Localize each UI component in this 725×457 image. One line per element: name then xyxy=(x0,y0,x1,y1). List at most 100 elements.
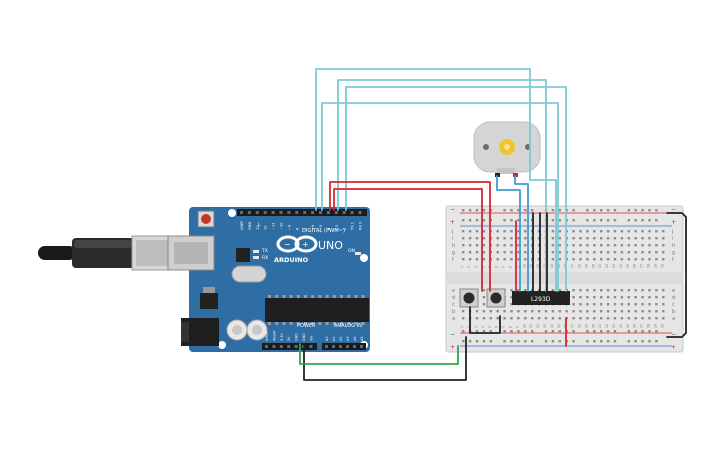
breadboard-hole[interactable] xyxy=(627,244,630,247)
breadboard-hole[interactable] xyxy=(648,317,651,320)
rail-hole[interactable] xyxy=(586,219,589,222)
breadboard-hole[interactable] xyxy=(468,230,472,233)
breadboard-hole[interactable] xyxy=(641,303,644,306)
breadboard-hole[interactable] xyxy=(572,244,575,247)
breadboard-hole[interactable] xyxy=(558,310,561,313)
breadboard-hole[interactable] xyxy=(510,310,513,313)
breadboard-hole[interactable] xyxy=(627,296,630,299)
breadboard-hole[interactable] xyxy=(551,289,555,292)
breadboard-hole[interactable] xyxy=(613,230,617,233)
breadboard-hole[interactable] xyxy=(489,310,492,313)
breadboard-hole[interactable] xyxy=(606,289,610,292)
breadboard-hole[interactable] xyxy=(531,317,534,320)
breadboard-hole[interactable] xyxy=(572,258,575,261)
breadboard-hole[interactable] xyxy=(482,244,486,247)
rail-hole[interactable] xyxy=(462,340,465,343)
rail-hole[interactable] xyxy=(551,340,555,343)
l293d-chip[interactable]: L293D xyxy=(512,291,570,305)
breadboard-hole[interactable] xyxy=(586,237,589,240)
breadboard-hole[interactable] xyxy=(551,230,555,233)
breadboard-hole[interactable] xyxy=(475,230,479,233)
digital-pin-hole[interactable] xyxy=(358,211,362,214)
breadboard-hole[interactable] xyxy=(620,237,624,240)
rail-hole[interactable] xyxy=(524,209,527,212)
rail-hole[interactable] xyxy=(586,209,589,212)
breadboard-hole[interactable] xyxy=(627,230,630,233)
breadboard-hole[interactable] xyxy=(503,237,506,240)
breadboard-hole[interactable] xyxy=(579,244,582,247)
breadboard-hole[interactable] xyxy=(613,296,617,299)
rail-hole[interactable] xyxy=(641,219,644,222)
rail-hole[interactable] xyxy=(572,219,575,222)
breadboard-hole[interactable] xyxy=(620,310,624,313)
breadboard-hole[interactable] xyxy=(627,303,630,306)
rail-hole[interactable] xyxy=(613,340,617,343)
breadboard-hole[interactable] xyxy=(662,251,665,254)
breadboard-hole[interactable] xyxy=(510,251,513,254)
breadboard-hole[interactable] xyxy=(482,258,486,261)
breadboard-hole[interactable] xyxy=(600,244,603,247)
breadboard-hole[interactable] xyxy=(579,251,582,254)
rail-hole[interactable] xyxy=(634,209,637,212)
analog-pin-hole[interactable] xyxy=(325,345,328,348)
breadboard-hole[interactable] xyxy=(655,237,658,240)
breadboard-hole[interactable] xyxy=(468,251,472,254)
digital-pin-hole[interactable] xyxy=(295,211,299,214)
digital-pin-hole[interactable] xyxy=(303,211,307,214)
breadboard-hole[interactable] xyxy=(496,251,499,254)
rail-hole[interactable] xyxy=(524,219,527,222)
breadboard-hole[interactable] xyxy=(496,244,499,247)
breadboard-hole[interactable] xyxy=(613,237,617,240)
breadboard-hole[interactable] xyxy=(482,230,486,233)
breadboard-hole[interactable] xyxy=(544,317,548,320)
breadboard-hole[interactable] xyxy=(613,289,617,292)
digital-pin-hole[interactable] xyxy=(279,211,283,214)
breadboard-hole[interactable] xyxy=(475,258,479,261)
wire-blue-motor-2[interactable] xyxy=(514,175,529,292)
breadboard-hole[interactable] xyxy=(648,237,651,240)
breadboard-hole[interactable] xyxy=(517,317,520,320)
breadboard-hole[interactable] xyxy=(510,303,513,306)
rail-hole[interactable] xyxy=(544,340,548,343)
breadboard-hole[interactable] xyxy=(641,244,644,247)
breadboard-hole[interactable] xyxy=(620,230,624,233)
digital-pin-hole[interactable] xyxy=(342,211,346,214)
digital-pin-hole[interactable] xyxy=(311,211,315,214)
rail-hole[interactable] xyxy=(517,209,520,212)
breadboard-hole[interactable] xyxy=(524,258,527,261)
breadboard-hole[interactable] xyxy=(531,310,534,313)
breadboard-hole[interactable] xyxy=(600,237,603,240)
breadboard-hole[interactable] xyxy=(641,237,644,240)
breadboard-hole[interactable] xyxy=(462,251,465,254)
breadboard-hole[interactable] xyxy=(482,317,486,320)
breadboard-hole[interactable] xyxy=(620,296,624,299)
breadboard-hole[interactable] xyxy=(627,310,630,313)
breadboard-hole[interactable] xyxy=(648,310,651,313)
breadboard-hole[interactable] xyxy=(600,317,603,320)
rail-hole[interactable] xyxy=(613,209,617,212)
rail-hole[interactable] xyxy=(475,219,479,222)
digital-pin-hole[interactable] xyxy=(350,211,354,214)
breadboard-hole[interactable] xyxy=(593,296,596,299)
rail-hole[interactable] xyxy=(648,219,651,222)
breadboard-hole[interactable] xyxy=(558,237,561,240)
breadboard-hole[interactable] xyxy=(606,317,610,320)
wire-red-2[interactable] xyxy=(333,188,483,292)
breadboard-hole[interactable] xyxy=(475,310,479,313)
breadboard-hole[interactable] xyxy=(600,310,603,313)
breadboard-hole[interactable] xyxy=(551,237,555,240)
push-button-2[interactable] xyxy=(486,288,506,308)
breadboard-hole[interactable] xyxy=(558,258,561,261)
breadboard-hole[interactable] xyxy=(537,317,541,320)
rail-hole[interactable] xyxy=(489,330,492,333)
rail-hole[interactable] xyxy=(503,340,506,343)
breadboard-hole[interactable] xyxy=(600,303,603,306)
breadboard-hole[interactable] xyxy=(613,303,617,306)
breadboard-hole[interactable] xyxy=(524,317,527,320)
rail-hole[interactable] xyxy=(510,330,513,333)
rail-hole[interactable] xyxy=(634,340,637,343)
rail-hole[interactable] xyxy=(482,219,486,222)
breadboard-hole[interactable] xyxy=(613,258,617,261)
rail-hole[interactable] xyxy=(606,219,610,222)
rail-hole[interactable] xyxy=(572,340,575,343)
